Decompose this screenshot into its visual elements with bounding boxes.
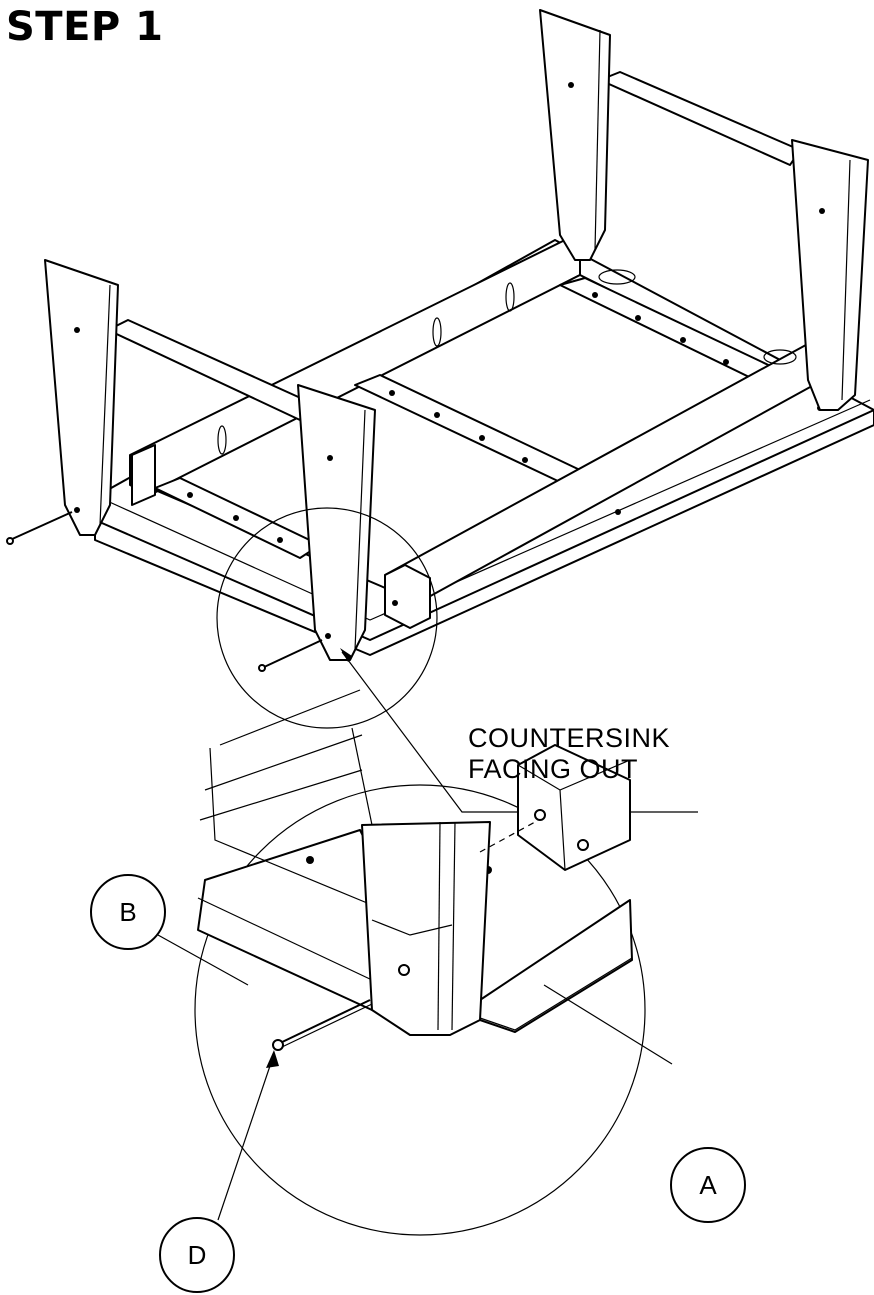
detail-circle-large: [194, 784, 646, 1236]
end-block-left: [131, 444, 156, 506]
stretcher-back: [599, 71, 801, 166]
detail-leg: [361, 821, 491, 1036]
bubble-a-label: A: [699, 1170, 717, 1200]
table-top-a: [479, 899, 633, 1033]
end-block-front: [384, 564, 431, 629]
bubble-d-label: D: [188, 1240, 207, 1270]
callout-line2: FACING OUT: [468, 754, 639, 784]
leader-d: [217, 1053, 275, 1221]
overview-drawing: [6, 9, 874, 813]
step-title: STEP 1: [6, 4, 164, 50]
screw-d: [277, 999, 371, 1045]
leader-b: [157, 934, 249, 986]
bubble-d: D: [159, 1217, 235, 1293]
leg-front-right: [297, 384, 376, 661]
detail-circle-small: [216, 507, 438, 729]
bubble-b: B: [90, 874, 166, 950]
detail-end-block: [517, 744, 631, 871]
table-top-bevel: [104, 399, 871, 621]
countersink-hole: [398, 964, 410, 976]
screw-front: [261, 639, 323, 669]
leg-back-left: [539, 9, 611, 261]
apron-b: [197, 829, 373, 1011]
screw-left: [9, 511, 73, 541]
stretcher-left: [107, 319, 306, 421]
detail-view: [157, 689, 673, 1236]
callout-line1: COUNTERSINK: [468, 723, 671, 753]
bubble-b-label: B: [119, 897, 136, 927]
bubble-a: A: [670, 1147, 746, 1223]
leader-a: [543, 984, 673, 1065]
leg-front-left: [44, 259, 119, 536]
detail-connector: [351, 727, 373, 826]
